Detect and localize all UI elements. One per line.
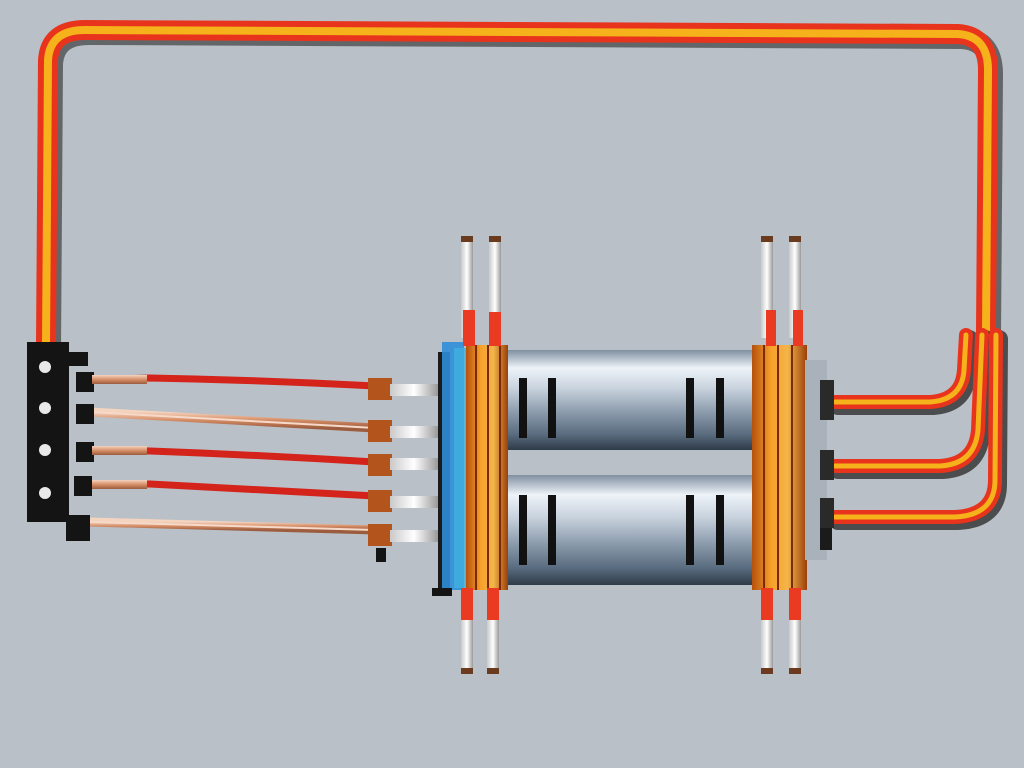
terminal-hole: [39, 402, 51, 414]
bottom-pins-left: [461, 588, 499, 674]
terminal-hole: [39, 487, 51, 499]
right-coil-stack: [752, 345, 834, 590]
output-cables: [828, 328, 1008, 530]
bottom-pins-right: [761, 588, 801, 674]
cylinder-top: [495, 350, 765, 450]
terminal-leads: [66, 372, 380, 541]
loop-cable: [36, 20, 1003, 360]
terminal-hole: [39, 361, 51, 373]
left-coil-stack: [432, 342, 508, 596]
top-pins-right: [761, 236, 803, 346]
terminal-hole: [39, 444, 51, 456]
top-pins-left: [461, 236, 501, 346]
cylinder-bottom: [495, 475, 765, 585]
left-connectors: [368, 378, 438, 562]
terminal-block: [27, 342, 88, 522]
